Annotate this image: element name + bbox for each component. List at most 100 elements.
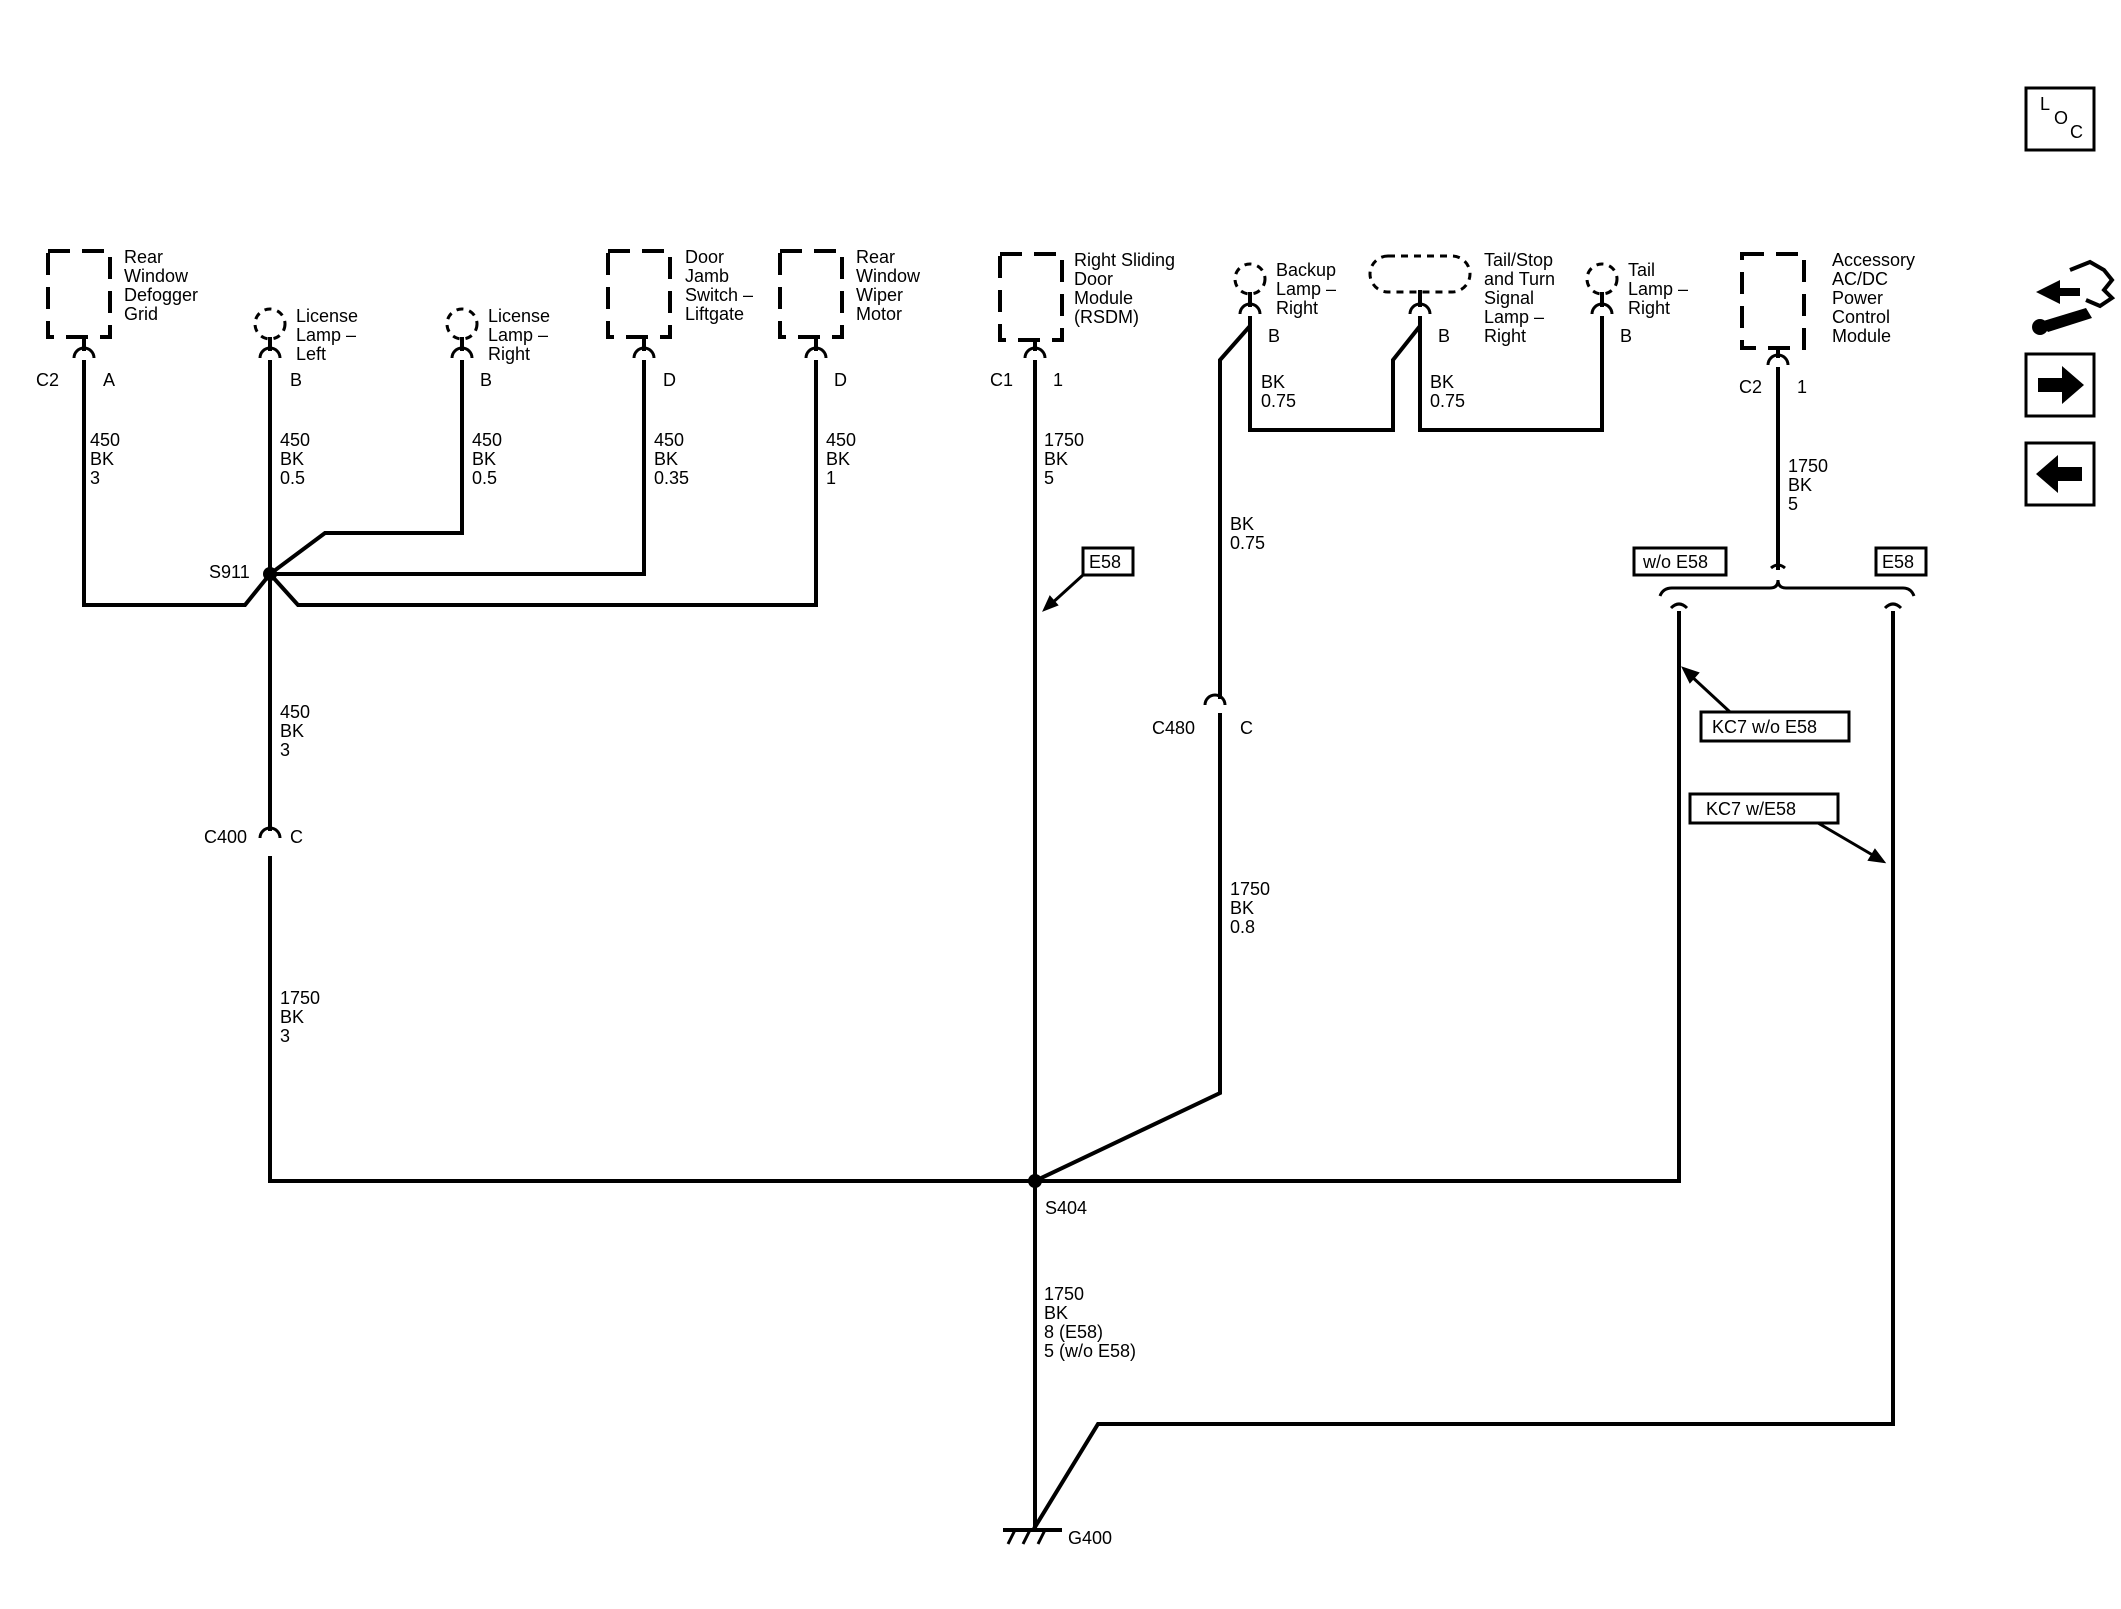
connector-label: C2 [1739,377,1762,397]
comp-label-line: Control [1832,307,1890,327]
comp-label-line: Window [856,266,921,286]
rear-window-defogger-grid: Rear Window Defogger Grid [46,247,198,339]
comp-label-line: Right [1276,298,1318,318]
wire-label: BK [826,449,850,469]
wire-label: 0.35 [654,468,689,488]
option-tag-wo-e58[interactable]: w/o E58 [1632,546,1728,577]
comp-label-line: Module [1832,326,1891,346]
comp-label-line: Defogger [124,285,198,305]
loc-letter: O [2054,108,2068,128]
wire-labels: 450 BK 3 450 BK 0.5 450 BK 0.5 450 BK 0.… [90,372,1828,1361]
loc-letter: L [2040,94,2050,114]
wire-label: 450 [654,430,684,450]
comp-label-line: Accessory [1832,250,1915,270]
option-tag-kc7-wo-e58[interactable]: KC7 w/o E58 [1681,666,1851,743]
comp-label-line: Door [1074,269,1113,289]
ground-g400-label: G400 [1068,1528,1112,1548]
wire-label: 3 [90,468,100,488]
comp-label-line: Signal [1484,288,1534,308]
comp-label-line: License [296,306,358,326]
connector-labels: C2 A B B D D C1 1 B B B C2 1 C400 C C480… [36,326,1807,847]
option-bracket [1658,563,1916,610]
pin-label: D [663,370,676,390]
option-tag-kc7-w-e58[interactable]: KC7 w/E58 [1688,792,1887,864]
locator-icon[interactable]: L O C [2024,86,2096,152]
connector-label: C400 [204,827,247,847]
comp-label-line: Liftgate [685,304,744,324]
splice-s404-label: S404 [1045,1198,1087,1218]
license-lamp-right: License Lamp – Right [445,306,550,364]
wire-label: 450 [472,430,502,450]
comp-label-line: Lamp – [488,325,548,345]
comp-label-line: Jamb [685,266,729,286]
wire-label: BK [1044,449,1068,469]
arrow-left-icon [2036,455,2082,493]
comp-label-line: Tail [1628,260,1655,280]
pin-label: B [1268,326,1280,346]
comp-label-line: Door [685,247,724,267]
wire-label: BK [1788,475,1812,495]
harness-views-icon[interactable] [2032,259,2116,335]
wire-label: BK [1430,372,1454,392]
wire-label: 450 [280,430,310,450]
comp-label-line: Right [1628,298,1670,318]
wire-label: 0.75 [1261,391,1296,411]
wire-label: 1750 [280,988,320,1008]
option-tag-text: E58 [1882,552,1914,572]
pin-label: 1 [1797,377,1807,397]
wire-label: 450 [280,702,310,722]
accessory-acdc-power-control-module: Accessory AC/DC Power Control Module [1740,250,1915,350]
next-page-button[interactable] [2024,352,2096,418]
comp-label-line: Left [296,344,326,364]
comp-label-line: and Turn [1484,269,1555,289]
comp-label-line: License [488,306,550,326]
tail-lamp-right: Tail Lamp – Right [1585,260,1688,318]
connector-label: C2 [36,370,59,390]
wire-label: 3 [280,1026,290,1046]
comp-label-line: (RSDM) [1074,307,1139,327]
wire-label: BK [1230,514,1254,534]
comp-label-line: Grid [124,304,158,324]
wire-label: 450 [826,430,856,450]
pin-label: B [1438,326,1450,346]
ground-g400-symbol [1003,1528,1062,1545]
comp-label-line: Window [124,266,189,286]
connector-terminals [72,290,1790,839]
comp-label-line: Lamp – [1628,279,1688,299]
connector-label: C1 [990,370,1013,390]
option-tag-e58-right[interactable]: E58 [1874,546,1928,577]
wire-label: 1750 [1788,456,1828,476]
previous-page-button[interactable] [2024,441,2096,507]
pin-label: D [834,370,847,390]
comp-label-line: Motor [856,304,902,324]
door-jamb-switch-liftgate: Door Jamb Switch – Liftgate [606,247,753,339]
option-tag-text: w/o E58 [1642,552,1708,572]
comp-label-line: Backup [1276,260,1336,280]
wire-label: BK [1230,898,1254,918]
wire-label: 5 [1044,468,1054,488]
comp-label-line: Lamp – [1276,279,1336,299]
wire-label: 1750 [1230,879,1270,899]
wire-label: 450 [90,430,120,450]
wire-label: BK [1044,1303,1068,1323]
comp-label-line: Rear [124,247,163,267]
comp-label-line: Right Sliding [1074,250,1175,270]
comp-label-line: Tail/Stop [1484,250,1553,270]
option-tag-e58-left[interactable]: E58 [1042,546,1135,612]
wire-label: BK [472,449,496,469]
wire-label: 5 (w/o E58) [1044,1341,1136,1361]
comp-label-line: AC/DC [1832,269,1888,289]
tail-stop-turn-signal-lamp-right: Tail/Stop and Turn Signal Lamp – Right [1368,250,1555,346]
splice-s911-dot [263,567,277,581]
wire-label: 1750 [1044,1284,1084,1304]
license-lamp-left: License Lamp – Left [253,306,358,364]
pin-label: A [103,370,115,390]
comp-label-line: Module [1074,288,1133,308]
comp-label-line: Power [1832,288,1883,308]
rear-window-wiper-motor: Rear Window Wiper Motor [778,247,921,339]
wire-label: BK [654,449,678,469]
wire-label: 1750 [1044,430,1084,450]
comp-label-line: Right [1484,326,1526,346]
option-tag-text: E58 [1089,552,1121,572]
